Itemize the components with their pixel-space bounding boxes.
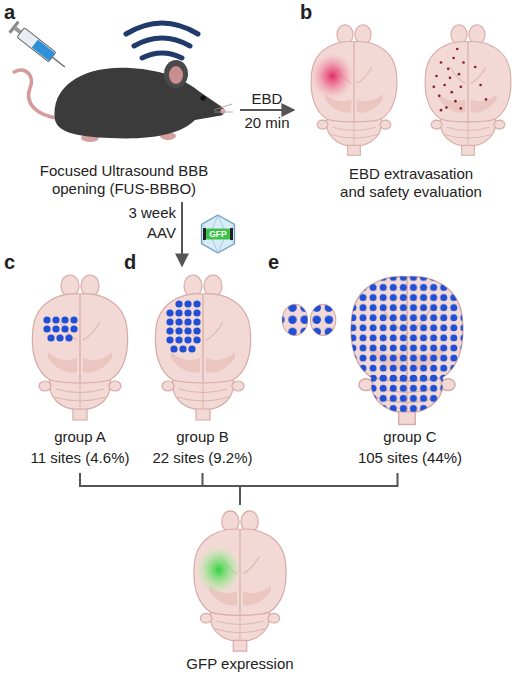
illustration-node: group C 105 sites (44%) — [270, 268, 525, 473]
arrow-connector — [181, 202, 183, 266]
mouse-illustration — [14, 60, 233, 142]
brain-group-c — [351, 276, 463, 424]
node-subcaption: 105 sites (44%) — [320, 449, 500, 467]
node-subcaption: 22 sites (9.2%) — [140, 449, 265, 467]
illustration-node: GFP expression — [170, 505, 310, 680]
syringe — [8, 21, 69, 73]
annotation-label: AAV — [98, 224, 176, 242]
node-caption: group B — [140, 428, 265, 446]
panel-letter: e — [268, 250, 292, 274]
annotation-label: GFP — [206, 229, 230, 240]
panel-letter: c — [4, 250, 28, 274]
illustration-node: group A 11 sites (4.6%) — [15, 268, 145, 473]
node-caption: EBD extravasation and safety evaluation — [337, 165, 485, 201]
panel-letter: d — [124, 250, 148, 274]
edge-label: EBD — [238, 90, 296, 108]
illustration-node: Focused Ultrasound BBB opening (FUS-BBBO… — [10, 20, 238, 200]
olfactory-bulbs-group-c — [282, 304, 336, 335]
bracket-connector — [240, 473, 398, 505]
bracket-connector — [203, 473, 241, 505]
brain-safety — [425, 25, 511, 156]
node-caption: Focused Ultrasound BBB opening (FUS-BBBO… — [24, 162, 224, 198]
ultrasound-waves — [126, 23, 198, 58]
bracket-connector — [80, 473, 240, 505]
illustration-node: EBD extravasation and safety evaluation — [296, 15, 526, 205]
node-caption: group C — [320, 428, 500, 446]
node-subcaption: 11 sites (4.6%) — [15, 449, 145, 467]
brain-group-a — [32, 275, 127, 420]
panel-letter: a — [4, 0, 28, 24]
annotation-label: 20 min — [238, 114, 296, 132]
aav-capsid — [202, 215, 235, 253]
node-caption: group A — [15, 428, 145, 446]
node-caption: GFP expression — [170, 655, 310, 673]
brain-gfp — [194, 511, 286, 651]
arrow-connector — [240, 109, 294, 111]
illustration-node: group B 22 sites (9.2%) — [140, 268, 265, 473]
brain-ebd — [311, 25, 397, 156]
edge-label: 3 week — [98, 204, 176, 222]
panel-letter: b — [300, 0, 324, 24]
brain-group-b — [155, 275, 250, 420]
